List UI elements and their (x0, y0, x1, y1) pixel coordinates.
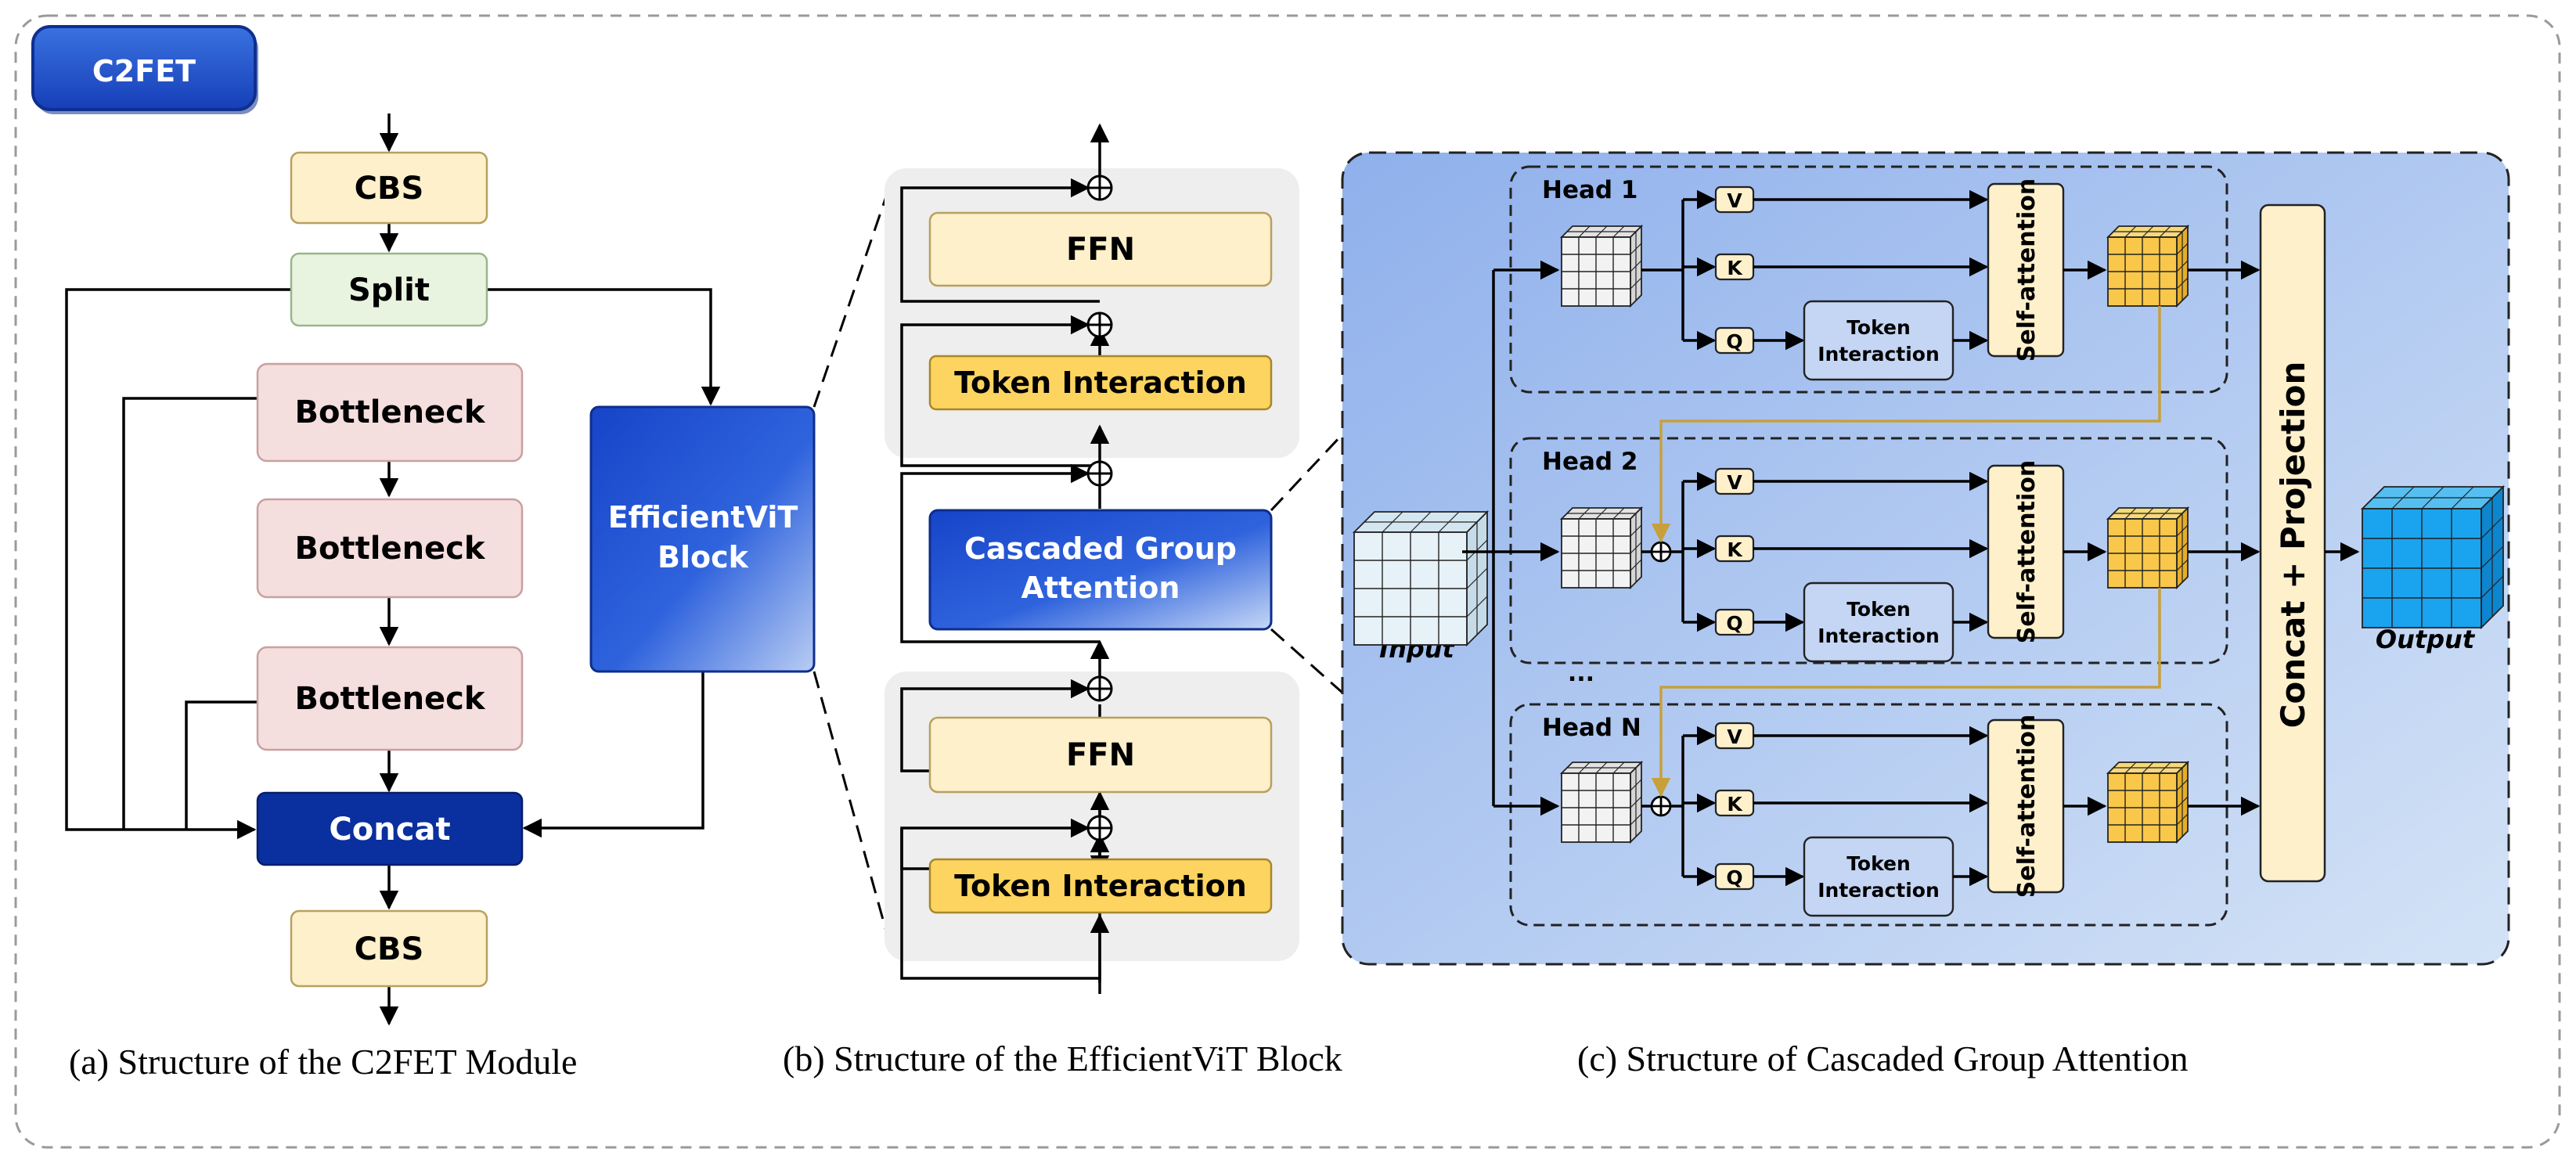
outer-frame (14, 14, 2561, 1149)
token-interaction-label-2: Interaction (1818, 625, 1940, 647)
token-interaction-top-box (928, 355, 1273, 411)
token-interaction-label-1: Token (1846, 852, 1911, 875)
token-interaction-label-2: Interaction (1818, 879, 1940, 902)
k-label: K (1727, 793, 1743, 816)
v-label: V (1727, 726, 1742, 748)
self-attention-label: Self-attention (2013, 715, 2041, 898)
caption-a: (a) Structure of the C2FET Module (69, 1042, 577, 1082)
head-1-box (1509, 165, 2228, 394)
c2fet-badge: C2FET (31, 25, 258, 114)
zoom-lines-bc (1270, 433, 1344, 694)
concat-box (256, 791, 524, 866)
bottom-sub-block (884, 672, 1299, 961)
head-output-cube (2106, 760, 2190, 844)
cascade-connector-2-n (1651, 588, 2161, 798)
split-box (290, 252, 488, 327)
token-interaction-box (1803, 582, 1955, 663)
split-label: Split (348, 272, 430, 308)
ffn-top-label: FFN (1066, 232, 1135, 268)
cbs-bottom-label: CBS (355, 931, 424, 967)
token-interaction-label-2: Interaction (1818, 343, 1940, 365)
q-label: Q (1726, 612, 1742, 635)
v-label: V (1727, 471, 1742, 494)
efficientvit-label-2: Block (658, 540, 749, 574)
ffn-bottom-box (928, 716, 1273, 794)
ellipsis-label: ... (1568, 660, 1594, 687)
concat-projection-box (2259, 203, 2326, 883)
head-input-cube (1559, 224, 1644, 308)
bottleneck-box-1 (256, 362, 524, 463)
efficientvit-label-1: EfficientViT (608, 500, 798, 535)
head-name-label: Head 1 (1542, 176, 1637, 204)
cbs-top-label: CBS (355, 171, 424, 207)
bottleneck-box-2 (256, 498, 524, 599)
head-name-label: Head 2 (1542, 448, 1637, 476)
concat-label: Concat (329, 812, 450, 848)
token-interaction-box (1803, 836, 1955, 917)
panel-a (65, 113, 721, 1026)
cbs-bottom-box (290, 909, 488, 988)
token-interaction-label-1: Token (1846, 316, 1911, 339)
ffn-bottom-label: FFN (1066, 737, 1135, 773)
cbs-top-box (290, 151, 488, 225)
k-label: K (1727, 257, 1743, 279)
bottleneck-label-1: Bottleneck (295, 394, 486, 430)
bottleneck-box-3 (256, 646, 524, 751)
q-label: Q (1726, 866, 1742, 889)
output-label: Output (2376, 625, 2476, 654)
concat-projection-label: Concat + Projection (2274, 362, 2312, 729)
cga-label-1: Cascaded Group (964, 531, 1237, 566)
zoom-lines-ab (812, 178, 894, 954)
token-interaction-bottom-label: Token Interaction (954, 869, 1247, 903)
k-label: K (1727, 538, 1743, 561)
self-attention-label: Self-attention (2013, 178, 2041, 362)
bottleneck-label-3: Bottleneck (295, 681, 486, 717)
head-name-label: Head N (1542, 714, 1641, 742)
token-interaction-label-1: Token (1846, 598, 1911, 621)
output-cube (2360, 484, 2506, 630)
token-interaction-top-label: Token Interaction (954, 365, 1247, 400)
q-label: Q (1726, 330, 1742, 353)
self-attention-label: Self-attention (2013, 460, 2041, 643)
cga-label-2: Attention (1021, 571, 1180, 605)
cascade-connector-1-2 (1651, 306, 2161, 543)
ffn-top-box (928, 211, 1273, 287)
bottleneck-label-2: Bottleneck (295, 531, 486, 567)
caption-b: (b) Structure of the EfficientViT Block (783, 1039, 1342, 1078)
v-label: V (1727, 189, 1742, 212)
token-interaction-bottom-box (928, 858, 1273, 914)
token-interaction-box (1803, 300, 1955, 381)
top-sub-block (884, 168, 1299, 458)
add-circle (1650, 541, 1672, 563)
add-circle (1650, 795, 1672, 817)
head-input-cube (1559, 760, 1644, 844)
caption-c: (c) Structure of Cascaded Group Attentio… (1577, 1039, 2189, 1078)
head-input-cube (1559, 506, 1644, 590)
head-output-cube (2106, 506, 2190, 590)
badge-label: C2FET (92, 54, 196, 88)
cascaded-group-attention-box (928, 509, 1273, 631)
efficientvit-block (589, 405, 816, 673)
input-cube (1352, 509, 1490, 647)
attention-panel (1341, 151, 2510, 966)
head-output-cube (2106, 224, 2190, 308)
head-n-box (1509, 703, 2228, 927)
plus-circles-b (1086, 175, 1113, 841)
